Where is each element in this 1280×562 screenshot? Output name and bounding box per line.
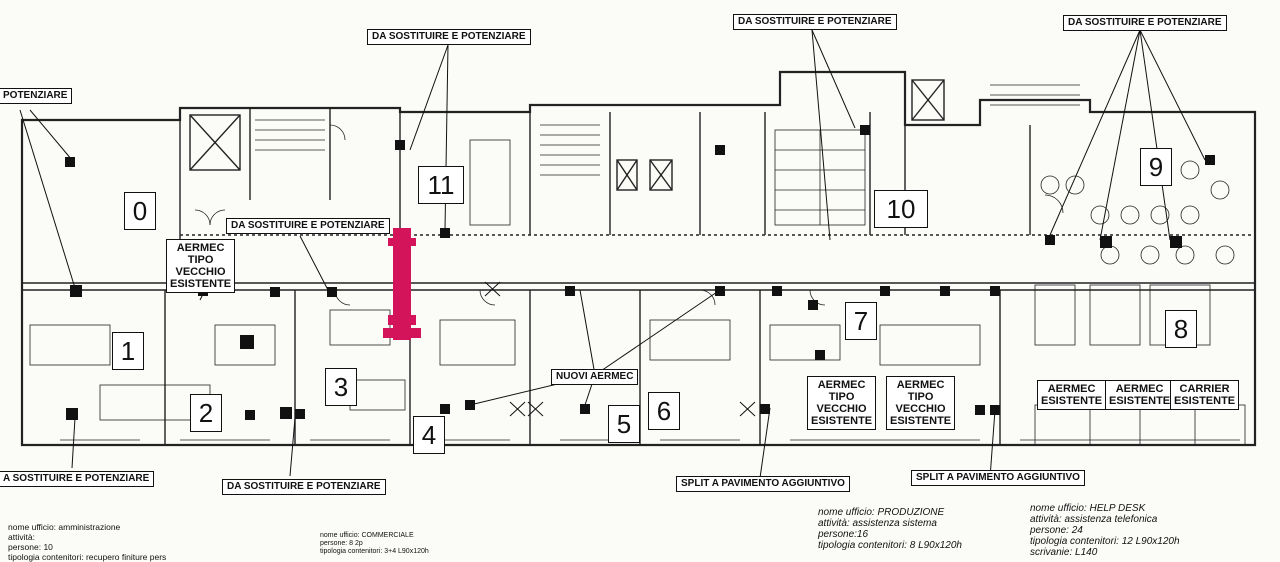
room-number-2: 2 <box>190 394 222 432</box>
label-replace-corridor: DA SOSTITUIRE E POTENZIARE <box>226 218 390 234</box>
label-split-1: SPLIT A PAVIMENTO AGGIUNTIVO <box>676 476 850 492</box>
room-number-6: 6 <box>648 392 680 430</box>
room-number-9: 9 <box>1140 148 1172 186</box>
label-replace-top-mid: DA SOSTITUIRE E POTENZIARE <box>733 14 897 30</box>
room-number-4: 4 <box>413 416 445 454</box>
info-amministrazione: nome ufficio: amministrazione attività: … <box>8 522 167 562</box>
label-replace-top: DA SOSTITUIRE E POTENZIARE <box>367 29 531 45</box>
info-help-desk: nome ufficio: HELP DESK attività: assist… <box>1030 503 1180 558</box>
room-number-10: 10 <box>874 190 928 228</box>
label-new-aermec: NUOVI AERMEC <box>551 369 639 385</box>
room-number-1: 1 <box>112 332 144 370</box>
label-replace-top-right: DA SOSTITUIRE E POTENZIARE <box>1063 15 1227 31</box>
label-split-2: SPLIT A PAVIMENTO AGGIUNTIVO <box>911 470 1085 486</box>
room-number-8: 8 <box>1165 310 1197 348</box>
label-replace-cut: POTENZIARE <box>0 88 73 104</box>
room-number-5: 5 <box>608 405 640 443</box>
room-number-0: 0 <box>124 192 156 230</box>
info-commerciale: nome ufficio: COMMERCIALE persone: 8 2p … <box>320 532 429 555</box>
room-number-7: 7 <box>845 302 877 340</box>
info-produzione: nome ufficio: PRODUZIONE attività: assis… <box>818 507 962 551</box>
label-replace-bottom: DA SOSTITUIRE E POTENZIARE <box>222 479 386 495</box>
room-number-11: 11 <box>418 166 464 204</box>
room-number-3: 3 <box>325 368 357 406</box>
pipe-marker <box>383 228 421 340</box>
label-replace-bottom-left: A SOSTITUIRE E POTENZIARE <box>0 471 155 487</box>
